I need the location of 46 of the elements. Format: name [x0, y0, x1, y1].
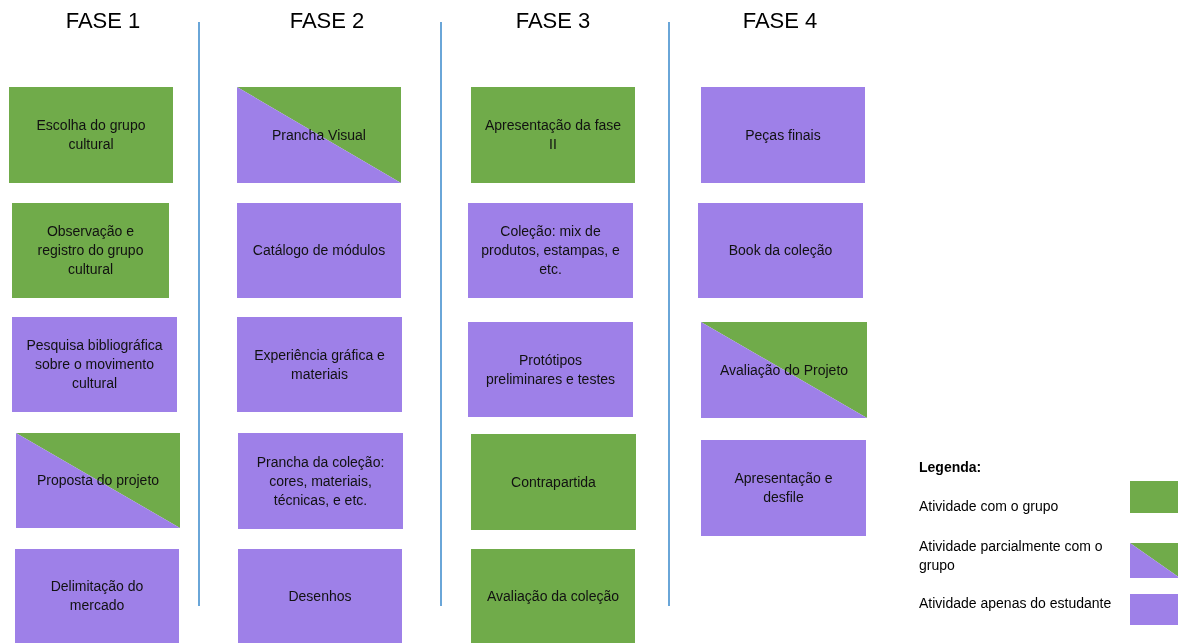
- student-activity-box: [701, 87, 865, 183]
- phase-heading: FASE 2: [288, 8, 366, 34]
- student-activity-box: [238, 549, 402, 643]
- activity-text: Avaliação da coleção: [486, 586, 620, 606]
- activity-text: Catálogo de módulos: [252, 241, 386, 260]
- student-activity-box: [12, 317, 177, 412]
- legend-text: Atividade parcialmente com o grupo: [919, 537, 1104, 575]
- activity-text: Contrapartida: [511, 472, 596, 492]
- activity-text: Protótipos preliminares e testes: [484, 350, 617, 389]
- student-activity-box: [237, 317, 402, 412]
- activity-text: Book da coleção: [728, 241, 833, 260]
- activity-text: Proposta do projeto: [36, 471, 160, 490]
- activity-text: Experiência gráfica e materiais: [253, 345, 386, 384]
- phase-heading: FASE 4: [741, 8, 819, 34]
- activity-text: Desenhos: [288, 586, 352, 606]
- activity-text: Escolha do grupo cultural: [35, 116, 147, 154]
- student-activity-box: [238, 433, 403, 529]
- activity-text: Prancha Visual: [272, 125, 366, 145]
- activity-text: Avaliação do Projeto: [719, 360, 849, 380]
- student-activity-box: [237, 203, 401, 298]
- group-activity-box: [471, 87, 635, 183]
- phase-heading: FASE 3: [514, 8, 592, 34]
- activity-text: Observação e registro do grupo cultural: [36, 222, 145, 279]
- student-activity-box: [701, 440, 866, 536]
- phase-heading: FASE 1: [64, 8, 142, 34]
- activity-text: Peças finais: [745, 125, 821, 145]
- activity-text: Delimitação do mercado: [49, 577, 145, 615]
- legend-text: Atividade com o grupo: [919, 497, 1060, 516]
- activity-text: Prancha da coleção: cores, materiais, técnicas, e etc.: [255, 452, 386, 510]
- student-activity-box: [468, 203, 633, 298]
- student-activity-box: [15, 549, 179, 643]
- partial-activity-box: [701, 322, 867, 418]
- activity-text: Apresentação e desfile: [733, 469, 834, 507]
- activity-text: Pesquisa bibliográfica sobre o movimento cultural: [25, 336, 164, 393]
- group-activity-box: [471, 549, 635, 643]
- student-activity-box: [698, 203, 863, 298]
- legend-title: Legenda:: [919, 458, 983, 477]
- partial-activity-box: [16, 433, 180, 528]
- group-activity-box: [12, 203, 169, 298]
- legend-text: Atividade apenas do estudante: [919, 594, 1113, 613]
- activity-text: Apresentação da fase II: [483, 116, 623, 154]
- group-activity-box: [471, 434, 636, 530]
- activity-text: Coleção: mix de produtos, estampas, e etc.: [480, 222, 621, 279]
- group-activity-box: [9, 87, 173, 183]
- partial-activity-box: [237, 87, 401, 183]
- student-activity-box: [468, 322, 633, 417]
